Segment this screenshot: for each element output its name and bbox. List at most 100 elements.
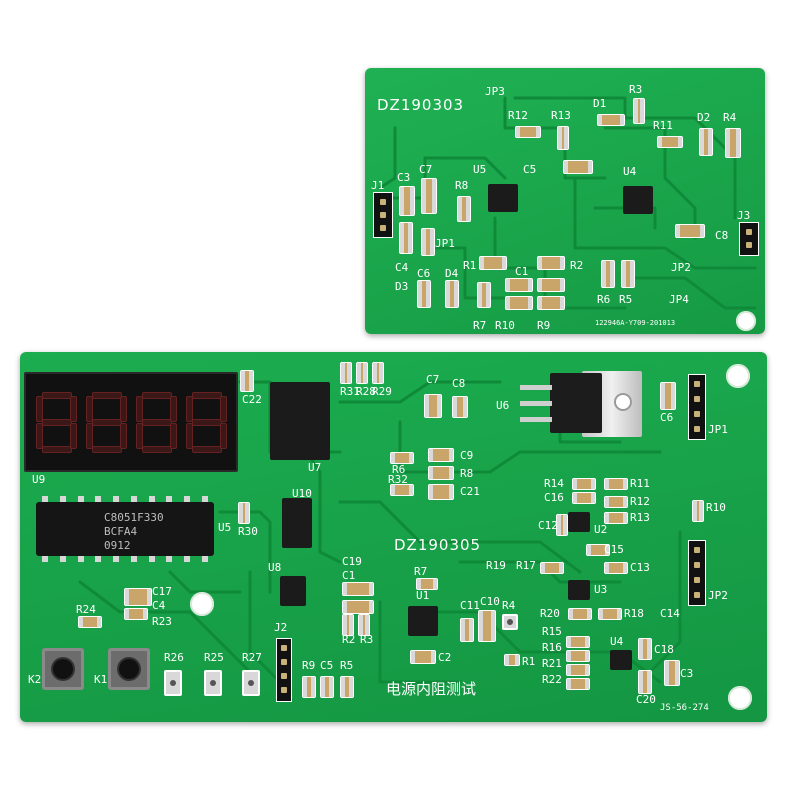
silk-label: JP1 — [708, 423, 728, 436]
silk-label: D3 — [395, 280, 409, 293]
silk-label: D2 — [697, 111, 711, 124]
silk-label: R5 — [340, 659, 354, 672]
mcu-marking-3: 0912 — [104, 539, 131, 552]
smd-capacitor — [410, 650, 436, 664]
smd-component — [479, 256, 507, 270]
voltage-regulator — [520, 367, 644, 447]
smd-capacitor — [399, 222, 413, 254]
silk-label: R9 — [537, 319, 551, 332]
silk-label: C5 — [320, 659, 334, 672]
smd-capacitor — [460, 618, 474, 642]
silk-label: C15 — [604, 543, 624, 556]
ic-u8 — [280, 576, 306, 606]
through-hole-pad — [502, 614, 518, 630]
smd-component — [725, 128, 741, 158]
silk-label: U7 — [308, 461, 322, 474]
smd-capacitor — [478, 610, 496, 642]
smd-capacitor — [452, 396, 468, 418]
silk-label: JP4 — [669, 293, 689, 306]
silk-label: J1 — [371, 179, 385, 192]
silk-label: R11 — [630, 477, 650, 490]
silk-label: R11 — [653, 119, 673, 132]
mounting-hole — [736, 311, 756, 331]
silk-label: R26 — [164, 651, 184, 664]
smd-capacitor — [556, 514, 568, 536]
silk-label: R21 — [542, 657, 562, 670]
display-digit — [36, 392, 77, 453]
smd-component — [572, 478, 596, 490]
smd-component — [504, 654, 520, 666]
silk-label: R2 — [342, 633, 356, 646]
display-digit — [186, 392, 227, 453]
top-pcb-board: DZ190303 122946A-Y709-201013 JP3 R12 R13… — [365, 68, 765, 334]
silk-label: R30 — [238, 525, 258, 538]
smd-component — [537, 278, 565, 292]
push-button-k2[interactable] — [42, 648, 84, 690]
silk-label: R2 — [570, 259, 584, 272]
pin-header-jp2 — [688, 540, 706, 606]
smd-component — [342, 614, 354, 636]
silk-label: R12 — [508, 109, 528, 122]
mounting-hole — [726, 364, 750, 388]
smd-component — [568, 608, 592, 620]
smd-component — [604, 496, 628, 508]
silk-label: R10 — [495, 319, 515, 332]
pin-header-j1 — [373, 192, 393, 238]
smd-component — [240, 370, 254, 392]
silk-label: C16 — [544, 491, 564, 504]
silk-label: R7 — [473, 319, 487, 332]
main-pcb-board: U9 C8051F330 BCFA4 0912 U5 K2 K1 — [20, 352, 767, 722]
smd-component — [563, 160, 593, 174]
silk-label: R31 — [340, 385, 360, 398]
silk-label: R6 — [597, 293, 611, 306]
smd-component — [566, 664, 590, 676]
silk-label: C1 — [342, 569, 356, 582]
silk-label: C17 — [152, 585, 172, 598]
ic-u3 — [568, 580, 590, 600]
smd-component — [537, 296, 565, 310]
silk-label: R8 — [460, 467, 474, 480]
silk-label: C9 — [460, 449, 474, 462]
main-board-traces — [78, 380, 682, 694]
smd-component — [238, 502, 250, 524]
silk-label: JP1 — [435, 237, 455, 250]
push-button-k1[interactable] — [108, 648, 150, 690]
smd-component — [537, 256, 565, 270]
smd-component — [566, 636, 590, 648]
smd-component — [621, 260, 635, 288]
smd-component — [633, 98, 645, 124]
silk-label: R1 — [463, 259, 477, 272]
silk-label: R3 — [629, 83, 643, 96]
smd-component — [356, 362, 368, 384]
silk-label: U3 — [594, 583, 608, 596]
smd-capacitor — [424, 394, 442, 418]
pin-header-j3 — [739, 222, 759, 256]
display-label: U9 — [32, 473, 46, 486]
silk-label: R3 — [360, 633, 374, 646]
silk-label: C2 — [438, 651, 452, 664]
through-hole-pad — [242, 670, 260, 696]
smd-diode — [445, 280, 459, 308]
mcu-marking-1: C8051F330 — [104, 511, 164, 524]
serial-number: 122946A-Y709-201013 — [595, 319, 676, 327]
silk-label: R8 — [455, 179, 469, 192]
smd-component — [557, 126, 569, 150]
silk-label: R32 — [388, 473, 408, 486]
silk-label: R5 — [619, 293, 633, 306]
silk-label: R25 — [204, 651, 224, 664]
silk-label: R20 — [540, 607, 560, 620]
silk-label: R29 — [372, 385, 392, 398]
model-number: JS-56-274 — [660, 703, 709, 713]
silk-label: R16 — [542, 641, 562, 654]
smd-capacitor — [428, 484, 454, 500]
silk-label: R18 — [624, 607, 644, 620]
silk-label: R28 — [356, 385, 376, 398]
ic-u4 — [623, 186, 653, 214]
silk-label: JP2 — [708, 589, 728, 602]
display-digit — [86, 392, 127, 453]
silk-label: C6 — [660, 411, 674, 424]
silk-label: R19 — [486, 559, 506, 572]
ic-u7 — [270, 382, 330, 460]
silk-label: R6 — [392, 463, 406, 476]
silk-label: C13 — [630, 561, 650, 574]
